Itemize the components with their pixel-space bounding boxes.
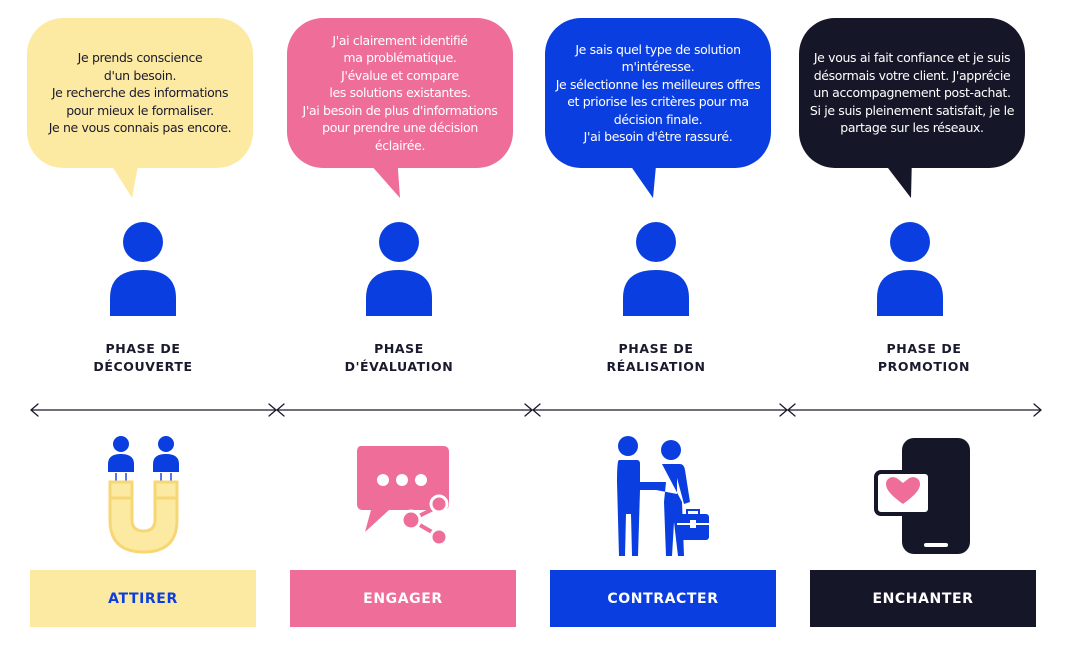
bubble-text-realisation: Je sais quel type de solution m'intéress…: [555, 41, 761, 145]
bubble-tail-realisation: [623, 155, 657, 198]
bubble-tail-evaluation: [362, 155, 400, 198]
speech-bubble-evaluation: J'ai clairement identifié ma problématiq…: [287, 18, 513, 168]
action-label-engager: ENGAGER: [290, 570, 516, 627]
phase-label-evaluation: PHASE D'ÉVALUATION: [344, 341, 454, 374]
chat-share-icon: [357, 446, 449, 547]
speech-bubble-promotion: Je vous ai fait confiance et je suis dés…: [799, 18, 1025, 168]
double-arrow-discovery: [30, 403, 277, 417]
bubble-tail-discovery: [105, 155, 140, 198]
action-label-enchanter: ENCHANTER: [810, 570, 1036, 627]
magnet-people-icon: [108, 436, 179, 554]
person-icon: [366, 222, 432, 316]
phase-label-discovery: PHASE DE DÉCOUVERTE: [93, 341, 193, 374]
double-arrow-realisation: [532, 403, 788, 417]
speech-bubble-realisation: Je sais quel type de solution m'intéress…: [545, 18, 771, 168]
phase-label-realisation: PHASE DE RÉALISATION: [606, 341, 706, 374]
double-arrow-evaluation: [276, 403, 533, 417]
handshake-briefcase-icon: [617, 436, 709, 556]
action-label-contracter: CONTRACTER: [550, 570, 776, 627]
bubble-text-discovery: Je prends conscience d'un besoin. Je rec…: [48, 50, 232, 136]
person-icon: [877, 222, 943, 316]
action-label-attirer: ATTIRER: [30, 570, 256, 627]
phone-heart-icon: [874, 438, 970, 554]
person-icon: [623, 222, 689, 316]
phase-label-promotion: PHASE DE PROMOTION: [877, 341, 971, 374]
person-icon: [110, 222, 176, 316]
bubble-tail-promotion: [878, 155, 912, 198]
double-arrow-promotion: [787, 403, 1042, 417]
bubble-text-promotion: Je vous ai fait confiance et je suis dés…: [809, 50, 1015, 136]
speech-bubble-discovery: Je prends conscience d'un besoin. Je rec…: [27, 18, 253, 168]
timeline-arrows: [30, 403, 1042, 417]
bubble-tails: [105, 155, 912, 198]
bubble-text-evaluation: J'ai clairement identifié ma problématiq…: [302, 32, 498, 153]
